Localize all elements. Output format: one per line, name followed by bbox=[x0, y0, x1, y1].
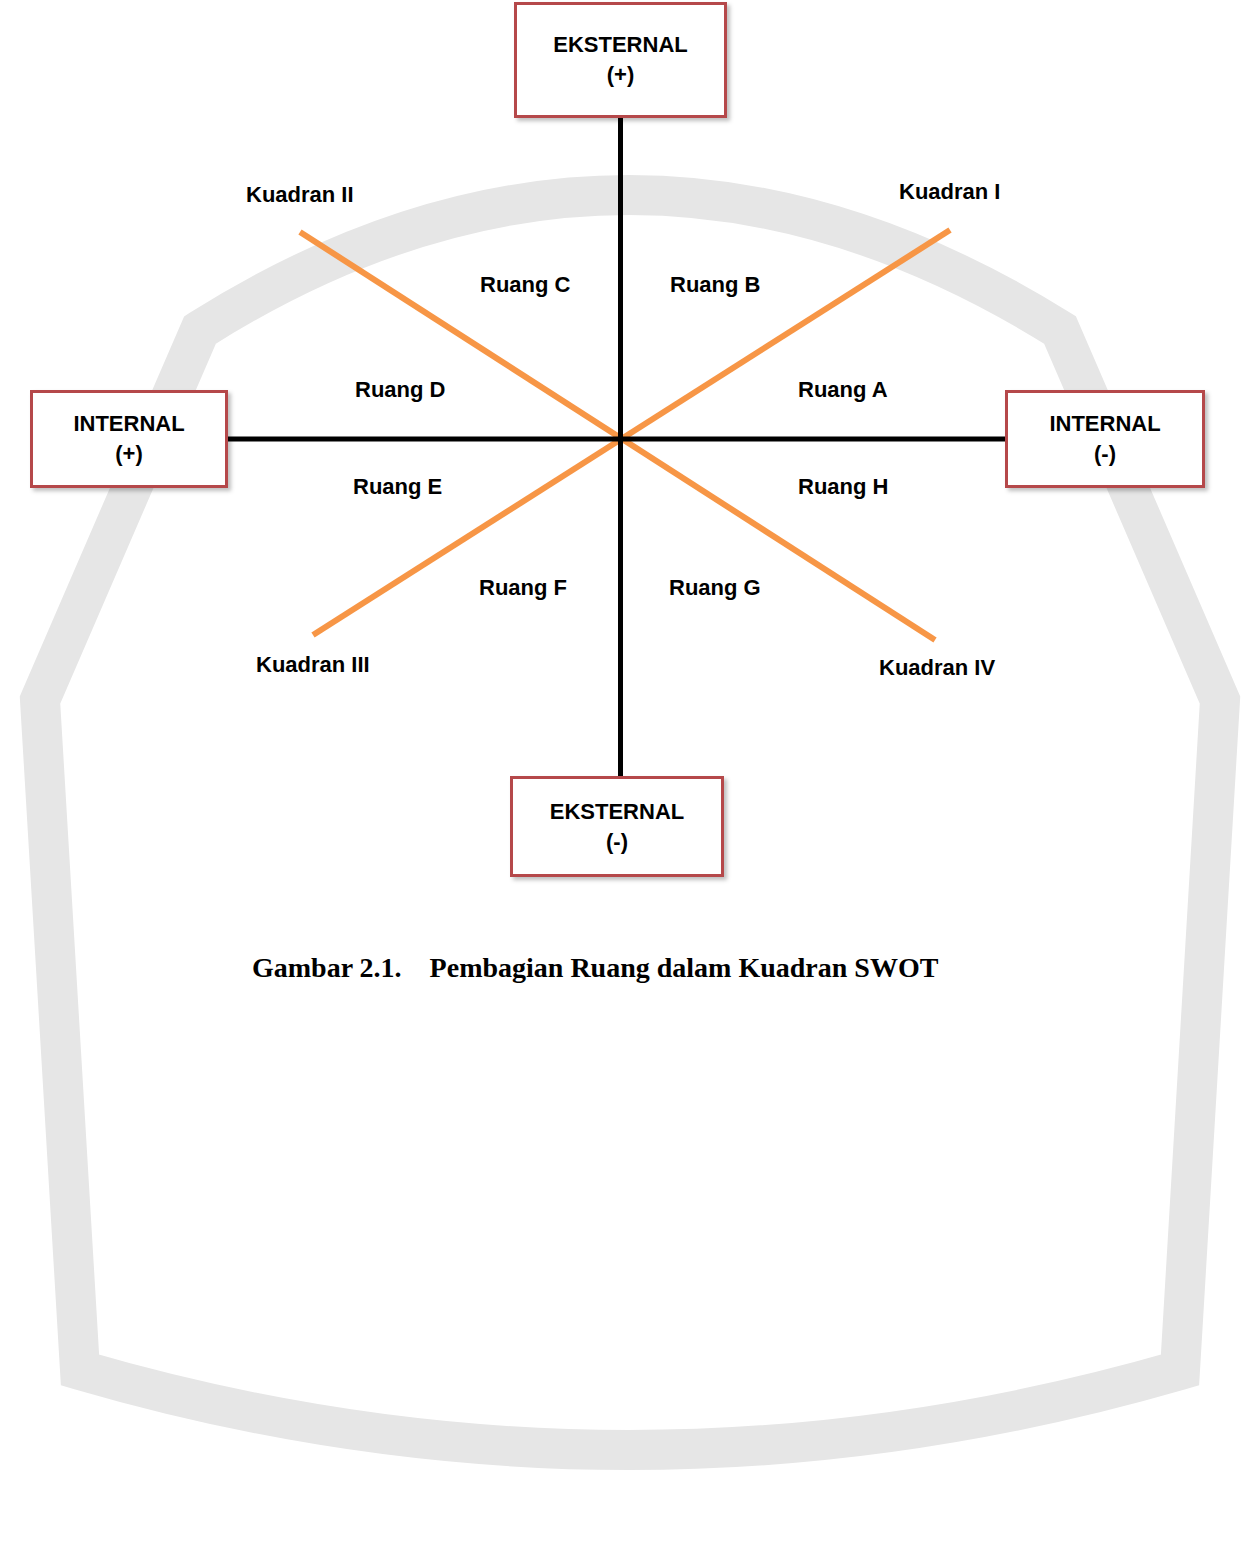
space-label: Ruang D bbox=[355, 376, 445, 404]
axis-label: INTERNAL bbox=[73, 409, 184, 439]
axis-label: EKSTERNAL bbox=[553, 30, 687, 60]
quadrant-diagonal bbox=[313, 230, 950, 635]
space-label: Ruang H bbox=[798, 473, 888, 501]
space-label: Ruang A bbox=[798, 376, 888, 404]
axis-line bbox=[228, 437, 1005, 442]
shield-watermark bbox=[40, 195, 1220, 1450]
figure-caption: Gambar 2.1. Pembagian Ruang dalam Kuadra… bbox=[252, 952, 938, 984]
axis-label: (+) bbox=[607, 60, 635, 90]
axis-label: (+) bbox=[115, 439, 143, 469]
quadrant-label: Kuadran III bbox=[256, 651, 370, 679]
quadrant-axis-box: EKSTERNAL(+) bbox=[514, 2, 727, 118]
quadrant-label: Kuadran IV bbox=[879, 654, 995, 682]
axis-label: (-) bbox=[1094, 439, 1116, 469]
quadrant-label: Kuadran II bbox=[246, 181, 354, 209]
quadrant-axis-box: EKSTERNAL(-) bbox=[510, 776, 724, 877]
axis-line bbox=[618, 118, 623, 776]
space-label: Ruang G bbox=[669, 574, 761, 602]
quadrant-axis-box: INTERNAL(-) bbox=[1005, 390, 1205, 488]
space-label: Ruang F bbox=[479, 574, 567, 602]
axis-label: EKSTERNAL bbox=[550, 797, 684, 827]
quadrant-axis-box: INTERNAL(+) bbox=[30, 390, 228, 488]
axis-label: (-) bbox=[606, 827, 628, 857]
axis-label: INTERNAL bbox=[1049, 409, 1160, 439]
quadrant-label: Kuadran I bbox=[899, 178, 1000, 206]
space-label: Ruang C bbox=[480, 271, 570, 299]
space-label: Ruang B bbox=[670, 271, 760, 299]
space-label: Ruang E bbox=[353, 473, 442, 501]
quadrant-diagonal bbox=[300, 232, 935, 640]
